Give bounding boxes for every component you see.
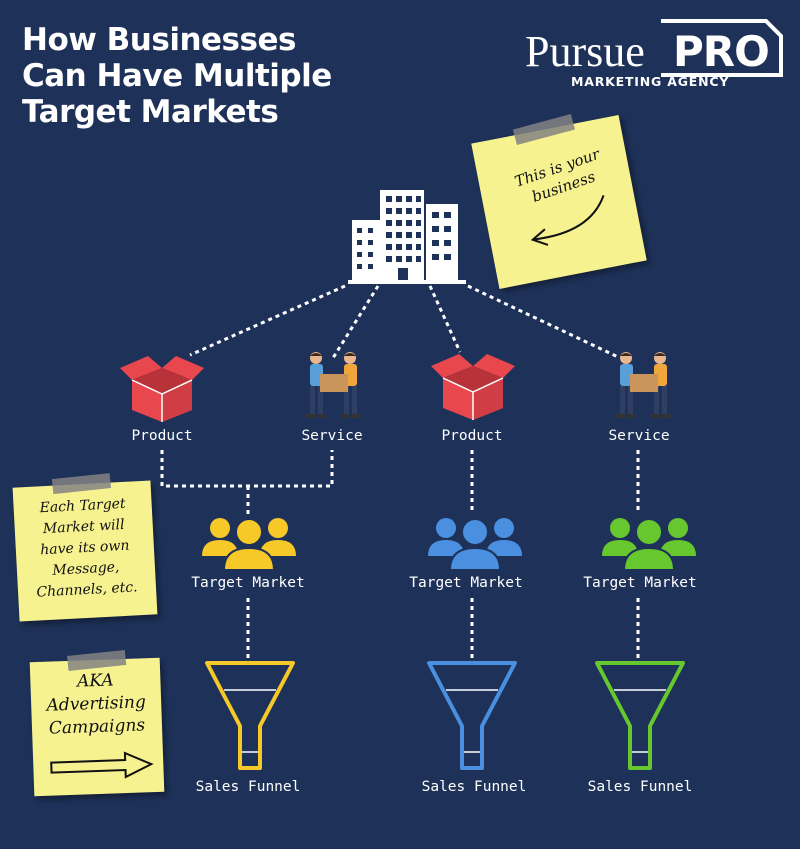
office-building-icon — [348, 190, 466, 284]
open-box-icon — [431, 354, 515, 420]
market-label-2: Target Market — [409, 575, 523, 591]
note-aka-text: AKA Advertising Campaigns — [46, 670, 147, 739]
page-title: How Businesses Can Have Multiple Target … — [22, 22, 382, 130]
funnel-label-3: Sales Funnel — [587, 779, 693, 795]
curved-arrow-icon — [530, 195, 605, 246]
open-box-icon — [120, 356, 204, 422]
target-market-group-icon — [202, 518, 296, 571]
offering-label-3: Product — [441, 428, 503, 444]
funnel-label-1: Sales Funnel — [195, 779, 301, 795]
sticky-note-business: This is your business — [471, 114, 647, 289]
offering-label-1: Product — [131, 428, 193, 444]
right-arrow-icon — [50, 751, 154, 779]
brand-logo: Pursue PRO MARKETING AGENCY — [525, 18, 790, 98]
title-line-3: Target Markets — [22, 94, 279, 130]
logo-frame-icon — [661, 19, 783, 77]
sales-funnel-icon — [205, 661, 295, 770]
sticky-note-market: Each Target Market will have its own Mes… — [12, 473, 158, 622]
offering-label-2: Service — [301, 428, 363, 444]
offering-label-4: Service — [608, 428, 670, 444]
logo-word: Pursue — [525, 27, 645, 76]
logo-pro: PRO — [673, 27, 770, 76]
people-carrying-box-icon — [306, 352, 362, 418]
target-market-group-icon — [602, 518, 696, 571]
sales-funnel-icon — [427, 661, 517, 770]
title-line-1: How Businesses — [22, 22, 296, 58]
logo-subtitle: MARKETING AGENCY — [571, 74, 730, 89]
note-market-text: Each Target Market will have its own Mes… — [36, 495, 138, 601]
sticky-note-aka: AKA Advertising Campaigns — [29, 649, 165, 797]
people-carrying-box-icon — [616, 352, 672, 418]
sales-funnel-icon — [595, 661, 685, 770]
title-line-2: Can Have Multiple — [22, 58, 332, 94]
market-label-3: Target Market — [583, 575, 697, 591]
funnel-label-2: Sales Funnel — [421, 779, 527, 795]
market-label-1: Target Market — [191, 575, 305, 591]
target-market-group-icon — [428, 518, 522, 571]
